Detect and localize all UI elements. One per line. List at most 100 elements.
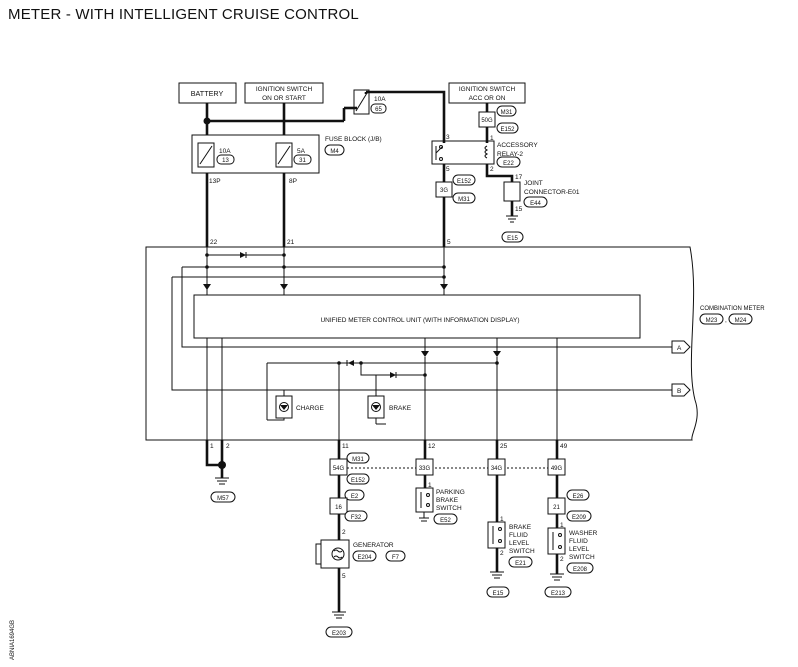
parking-label-3: SWITCH [436,505,462,512]
brake-fluid-label-2: FLUID [509,532,528,539]
joint-pin-15: 15 [515,206,523,213]
relay-label-2: RELAY-2 [497,151,523,158]
harness-m31: M31 [352,457,364,463]
joint-ground: E15 [507,236,518,242]
generator-ground: E203 [332,631,347,637]
relay-conn-e152: E152 [500,127,515,133]
generator-conn-2: F7 [392,555,400,561]
relay-conn-m31b: M31 [458,197,470,203]
generator-term-16: 16 [335,505,342,511]
brake-fluid-level-switch [487,521,506,549]
fuse-65-number: 65 [375,107,382,113]
washer-conn-e209: E209 [572,515,587,521]
generator [315,539,350,569]
generator-conn-f32: F32 [351,515,362,521]
generator-conn-1: E204 [357,555,372,561]
brake-fluid-pin-2: 2 [500,550,504,557]
joint-connector: E44 [530,201,541,207]
washer-label-3: LEVEL [569,546,590,553]
meter-conn-2: M24 [735,318,747,324]
bus-a-label: A [677,345,682,352]
washer-label-2: FLUID [569,538,588,545]
bus-b-label: B [677,388,681,395]
washer-ground: E213 [551,591,566,597]
brake-fluid-ground: E15 [493,591,504,597]
relay-pin-1: 1 [490,135,494,142]
relay-conn-m31: M31 [501,110,513,116]
joint-label-2: CONNECTOR-E01 [524,189,580,196]
splice-dot [203,117,211,125]
harness-34g: 34G [491,466,503,472]
meter-conn-sep: , [725,317,727,324]
brake-lamp: BRAKE [367,395,412,419]
meter-pin-21: 21 [287,239,295,246]
washer-label-4: SWITCH [569,554,595,561]
meter-ground: M57 [217,496,229,502]
parking-pin-1: 1 [428,482,432,489]
relay-term-3g: 3G [440,188,448,194]
relay-label-1: ACCESSORY [497,142,538,149]
meter-pin-25: 25 [500,443,508,450]
harness-54g: 54G [333,466,345,472]
fuse-13-number: 13 [222,158,229,164]
combination-meter-frame [145,246,698,441]
terminal-13p: 13P [209,178,221,185]
footer-code: ABNIA1694GB [10,620,16,660]
meter-pin-22: 22 [210,239,218,246]
joint-pin-17: 17 [515,174,523,181]
washer-term-21: 21 [553,505,560,511]
brake-fluid-label-3: LEVEL [509,540,530,547]
relay-conn-e152b: E152 [457,179,472,185]
generator-conn-e2: E2 [351,494,359,500]
parking-label-1: PARKING [436,489,465,496]
generator-pin-5: 5 [342,573,346,580]
fuse-block-label: FUSE BLOCK (J/B) [325,136,382,143]
washer-conn-e26: E26 [573,494,584,500]
fuse-31-number: 31 [299,158,306,164]
relay-term-50g: 50G [481,118,493,124]
ground-symbol [490,571,504,579]
charge-label: CHARGE [296,405,324,412]
meter-pin-49: 49 [560,443,568,450]
battery-label: BATTERY [191,89,224,98]
ground-symbol [215,477,229,485]
meter-conn-1: M23 [706,318,718,324]
ignition-acc-label-2: ACC OR ON [469,95,506,102]
washer-pin-2: 2 [560,556,564,563]
ignition-acc-label-1: IGNITION SWITCH [459,86,516,93]
washer-pin-1: 1 [560,522,564,529]
fuse-65: 10A 65 [353,89,387,115]
meter-pin-5: 5 [447,239,451,246]
fuse-13-rating: 10A [219,148,231,155]
fuse-65-rating: 10A [374,96,386,103]
harness-33g: 33G [419,466,431,472]
generator-pin-2: 2 [342,529,346,536]
fuse-block-connector: M4 [330,149,339,155]
meter-pin-11: 11 [342,443,349,450]
brake-label: BRAKE [389,405,412,412]
ground-symbol [506,215,518,223]
parking-brake-switch [415,487,434,513]
harness-e152: E152 [351,478,366,484]
charge-lamp: CHARGE [275,395,324,419]
ignition-switch-acc-box: IGNITION SWITCH ACC OR ON [448,82,526,104]
brake-fluid-pin-1: 1 [500,516,504,523]
ground-symbol [332,611,346,619]
meter-pin-12: 12 [428,443,436,450]
brake-fluid-connector: E21 [515,561,526,567]
fuse-block: 10A 13 5A 31 FUSE BLOCK (J/B) M4 13P 8P [191,134,382,185]
terminal-8p: 8P [289,178,297,185]
brake-fluid-label-4: SWITCH [509,548,535,555]
washer-label-1: WASHER [569,530,598,537]
ignition-switch-on-box: IGNITION SWITCH ON OR START [244,82,324,104]
meter-pin-2: 2 [226,443,230,450]
page-title: METER - WITH INTELLIGENT CRUISE CONTROL [8,6,359,23]
joint-label-1: JOINT [524,180,543,187]
harness-49g: 49G [551,466,563,472]
battery-box: BATTERY [178,82,237,104]
relay-connector: E22 [503,161,514,167]
ignition-on-label-1: IGNITION SWITCH [256,86,313,93]
washer-fluid-level-switch [547,527,566,555]
relay-pin-2: 2 [490,166,494,173]
meter-label: COMBINATION METER [700,306,765,312]
